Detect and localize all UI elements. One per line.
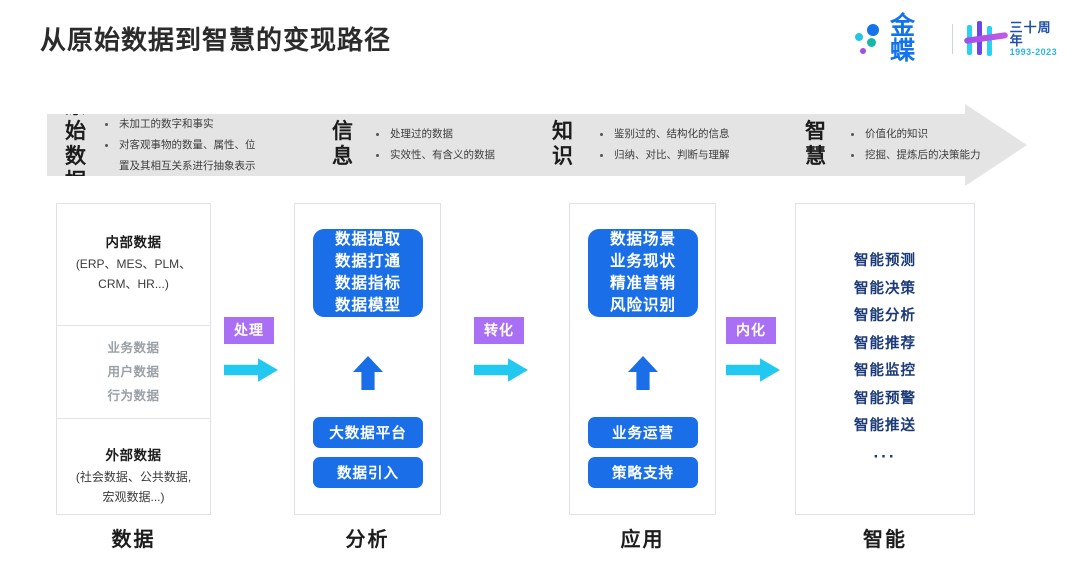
bullet-dot-icon — [600, 154, 603, 157]
dikw-bullet: 未加工的数字和事实 — [105, 114, 256, 135]
bullet-dot-icon — [851, 133, 854, 136]
stage-label-application: 应用 — [620, 529, 665, 551]
connector-label: 内化 — [726, 317, 776, 344]
up-arrow-icon — [628, 356, 658, 390]
dikw-bullet: 归纳、对比、判断与理解 — [600, 145, 730, 166]
stage-label-data: 数据 — [111, 529, 156, 551]
dikw-heading: 知 识 — [552, 120, 574, 168]
list-item: 行为数据 — [107, 389, 160, 404]
bullet-dot-icon — [105, 143, 108, 147]
capability-line: 精准营销 — [609, 275, 676, 292]
list-item: 智能预警 — [854, 390, 916, 407]
bullet-dot-icon — [851, 154, 854, 157]
anniversary-label: 三十周年 — [1009, 19, 1052, 49]
capability-line: 数据场景 — [609, 231, 676, 248]
dikw-group-wisdom: 智 慧 价值化的知识 挖掘、提炼后的决策能力 — [805, 114, 981, 176]
up-arrow-icon — [353, 356, 383, 390]
internal-data-title: 内部数据 — [105, 235, 162, 250]
application-pill-operations: 业务运营 — [588, 417, 698, 448]
dikw-bullet: 实效性、有含义的数据 — [376, 145, 495, 166]
external-data-title: 外部数据 — [105, 447, 162, 463]
dikw-banner: 原始 数据 未加工的数字和事实 对客观事物的数量、属性、位 置及其相互关系进行抽… — [47, 104, 1027, 186]
list-item: 智能推送 — [854, 418, 916, 434]
capability-line: 数据提取 — [334, 231, 401, 248]
right-arrow-icon — [474, 358, 528, 382]
dikw-heading: 信 息 — [332, 120, 354, 168]
column-card-intelligence: 智能预测 智能决策 智能分析 智能推荐 智能监控 智能预警 智能推送 ··· — [795, 203, 975, 515]
dikw-bullet-list: 处理过的数据 实效性、有含义的数据 — [376, 124, 495, 166]
list-item: 智能推荐 — [854, 335, 916, 352]
data-categories-list: 业务数据 用户数据 行为数据 — [57, 326, 210, 418]
brand-name: 金蝶 — [890, 12, 918, 65]
list-item: 用户数据 — [107, 364, 160, 379]
capability-line: 数据模型 — [334, 297, 401, 314]
dikw-group-raw-data: 原始 数据 未加工的数字和事实 对客观事物的数量、属性、位 置及其相互关系进行抽… — [65, 104, 256, 186]
external-data-block: 外部数据 (社会数据、公共数据, 宏观数据...) — [57, 419, 210, 508]
dikw-bullet: 挖掘、提炼后的决策能力 — [851, 145, 981, 166]
external-data-subtitle: (社会数据、公共数据, 宏观数据...) — [75, 469, 192, 504]
card-divider — [57, 417, 210, 419]
dikw-bullet: 鉴别过的、结构化的信息 — [600, 124, 730, 145]
anniversary-years: 1993-2023 — [1009, 46, 1058, 57]
list-item: 智能预测 — [854, 253, 916, 269]
capability-line: 数据指标 — [334, 275, 401, 292]
analysis-capability-box: 数据提取 数据打通 数据指标 数据模型 — [313, 229, 423, 317]
column-card-analysis: 数据提取 数据打通 数据指标 数据模型 大数据平台 数据引入 — [294, 203, 441, 515]
list-item: 业务数据 — [107, 340, 160, 355]
bullet-dot-icon — [105, 122, 108, 126]
page-title: 从原始数据到智慧的变现路径 — [40, 25, 392, 55]
analysis-pill-platform: 大数据平台 — [313, 417, 423, 448]
capability-line: 风险识别 — [609, 297, 676, 314]
logo-divider — [951, 24, 953, 54]
bullet-dot-icon — [600, 133, 603, 136]
capability-line: 业务现状 — [609, 253, 676, 270]
application-pill-strategy: 策略支持 — [588, 457, 698, 488]
connector-label: 处理 — [224, 317, 274, 344]
dikw-heading: 智 慧 — [805, 120, 827, 168]
bullet-spacer-icon — [105, 165, 108, 168]
list-item: 智能分析 — [854, 308, 916, 324]
anniversary-text: 三十周年 1993-2023 — [1009, 19, 1060, 58]
application-capability-box: 数据场景 业务现状 精准营销 风险识别 — [588, 229, 698, 317]
dikw-group-knowledge: 知 识 鉴别过的、结构化的信息 归纳、对比、判断与理解 — [552, 114, 730, 176]
bullet-dot-icon — [376, 133, 379, 136]
dikw-bullet-list: 未加工的数字和事实 对客观事物的数量、属性、位 置及其相互关系进行抽象表示 — [105, 114, 256, 177]
anniversary-mark-icon — [963, 21, 1008, 57]
right-arrow-icon — [224, 358, 278, 382]
stage-label-intelligence: 智能 — [863, 529, 907, 551]
stage-label-analysis: 分析 — [345, 529, 390, 551]
right-arrow-icon — [726, 358, 780, 382]
dikw-group-information: 信 息 处理过的数据 实效性、有含义的数据 — [332, 114, 495, 176]
brand-logo: 金蝶 三十周年 1993-2023 — [852, 14, 1060, 64]
kingdee-dots-icon — [852, 22, 888, 56]
dikw-bullet: 价值化的知识 — [851, 124, 981, 145]
internal-data-subtitle: (ERP、MES、PLM、 CRM、HR...) — [75, 257, 192, 291]
bullet-dot-icon — [376, 154, 379, 157]
internal-data-block: 内部数据 (ERP、MES、PLM、 CRM、HR...) — [57, 204, 210, 295]
connector-internalize: 内化 — [726, 317, 788, 383]
list-ellipsis: ··· — [873, 446, 897, 466]
column-card-application: 数据场景 业务现状 精准营销 风险识别 业务运营 策略支持 — [569, 203, 716, 515]
dikw-bullet: 处理过的数据 — [376, 124, 495, 145]
dikw-bullet-list: 鉴别过的、结构化的信息 归纳、对比、判断与理解 — [600, 124, 730, 166]
dikw-bullet: 对客观事物的数量、属性、位 — [105, 135, 256, 156]
analysis-pill-ingest: 数据引入 — [313, 457, 423, 488]
connector-label: 转化 — [474, 317, 524, 344]
list-item: 智能决策 — [854, 280, 916, 297]
column-card-data: 内部数据 (ERP、MES、PLM、 CRM、HR...) 业务数据 用户数据 … — [56, 203, 211, 515]
dikw-heading: 原始 数据 — [65, 95, 87, 193]
dikw-bullet-continuation: 置及其相互关系进行抽象表示 — [105, 156, 256, 177]
capability-line: 数据打通 — [334, 253, 401, 270]
dikw-bullet-list: 价值化的知识 挖掘、提炼后的决策能力 — [851, 124, 981, 166]
connector-transform: 转化 — [474, 317, 536, 383]
intelligence-capability-list: 智能预测 智能决策 智能分析 智能推荐 智能监控 智能预警 智能推送 ··· — [796, 254, 974, 467]
card-divider — [57, 324, 210, 326]
connector-process: 处理 — [224, 317, 286, 383]
list-item: 智能监控 — [854, 363, 916, 379]
